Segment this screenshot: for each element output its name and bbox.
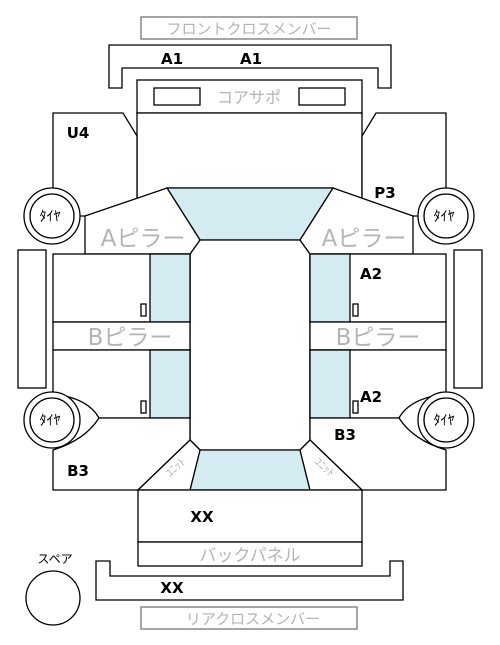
back-panel[interactable] — [137, 541, 363, 567]
tire-rear-left-inner — [29, 397, 75, 443]
tire-front-left-label: ﾀｲﾔ — [40, 209, 61, 225]
a-pillar-left[interactable] — [84, 187, 201, 255]
door-handle-front-left[interactable] — [140, 303, 147, 317]
front-cross-member-label: フロントクロスメンバー — [166, 20, 331, 38]
rear-window[interactable] — [189, 449, 311, 491]
tire-front-left-inner — [29, 193, 75, 239]
rear-bumper-code: XX — [160, 579, 184, 597]
headlight-right[interactable] — [298, 87, 346, 106]
trunk-code: XX — [190, 508, 214, 526]
rear-right-quarter-code: B3 — [334, 426, 356, 444]
rear-cross-member-box[interactable] — [140, 606, 358, 630]
b-pillar-right[interactable] — [309, 321, 447, 351]
trunk[interactable] — [137, 489, 363, 543]
window-rear-left[interactable] — [149, 349, 191, 419]
front-bumper-code-left: A1 — [161, 50, 183, 68]
b-pillar-left-label: Bピラー — [88, 325, 173, 351]
spare-tire-label: スペア — [37, 552, 72, 566]
rear-cross-member-label: リアクロスメンバー — [186, 610, 320, 628]
door-handle-rear-left[interactable] — [140, 400, 147, 414]
b-pillar-left[interactable] — [52, 321, 191, 351]
a-pillar-left-label: Aピラー — [101, 226, 186, 252]
door-handle-front-right[interactable] — [352, 303, 359, 317]
tire-front-right-label: ﾀｲﾔ — [434, 209, 455, 225]
front-left-fender-code: U4 — [67, 124, 90, 142]
core-support-label: コアサポ — [217, 88, 281, 107]
roof[interactable] — [189, 239, 311, 451]
tire-rear-left-label: ﾀｲﾔ — [40, 413, 61, 429]
b-pillar-right-label: Bピラー — [336, 325, 421, 351]
front-cross-member-box[interactable] — [140, 16, 358, 40]
door-front-right-code: A2 — [360, 265, 382, 283]
rear-bumper[interactable] — [95, 560, 404, 601]
front-right-fender-code: P3 — [374, 184, 395, 202]
tire-front-right-inner — [423, 193, 469, 239]
spare-tire[interactable] — [25, 570, 81, 626]
tire-rear-right-inner — [423, 397, 469, 443]
door-rear-right-code: A2 — [360, 388, 382, 406]
tire-rear-right-label: ﾀｲﾔ — [434, 413, 455, 429]
window-rear-right[interactable] — [309, 349, 351, 419]
a-pillar-right-label: Aピラー — [322, 226, 407, 252]
front-bumper[interactable] — [108, 44, 392, 89]
side-step-right[interactable] — [453, 249, 483, 389]
side-step-left[interactable] — [17, 249, 47, 389]
front-bumper-code-right: A1 — [240, 50, 262, 68]
window-front-left[interactable] — [149, 253, 191, 323]
rear-left-quarter-code: B3 — [67, 462, 89, 480]
door-handle-rear-right[interactable] — [352, 400, 359, 414]
window-front-right[interactable] — [309, 253, 351, 323]
back-panel-label: バックパネル — [199, 546, 300, 566]
headlight-left[interactable] — [153, 87, 201, 106]
